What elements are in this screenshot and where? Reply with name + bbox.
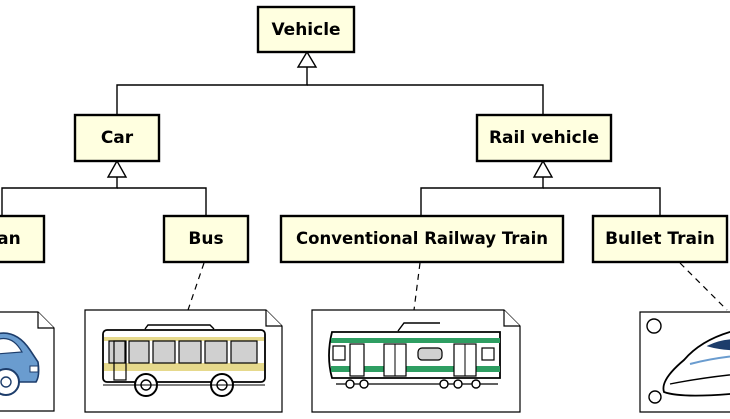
note-conventional-train (311, 309, 521, 413)
node-rail-vehicle-label: Rail vehicle (489, 128, 599, 148)
note-sedan (0, 311, 55, 412)
node-car-label: Car (101, 128, 134, 148)
edge-conventional-rail (420, 177, 544, 215)
inheritance-arrowheads (106, 50, 554, 178)
node-car[interactable]: Car (73, 113, 161, 163)
edge-sedan-car (1, 177, 118, 215)
node-sedan[interactable]: Sedan (0, 214, 46, 264)
edge-rail-vehicle (307, 84, 544, 114)
note-bullet-train (639, 311, 730, 413)
arrowhead-car (106, 159, 128, 178)
node-bullet-train-label: Bullet Train (605, 229, 715, 249)
bus-icon (102, 324, 266, 397)
node-bullet-train[interactable]: Bullet Train (591, 214, 729, 264)
connector-bullet-note (679, 262, 728, 311)
edge-bullet-rail (543, 187, 661, 215)
node-vehicle[interactable]: Vehicle (256, 5, 356, 54)
car-icon (0, 332, 40, 396)
node-rail-vehicle[interactable]: Rail vehicle (475, 113, 613, 163)
node-bus-label: Bus (188, 229, 223, 249)
inheritance-edges (1, 66, 661, 215)
node-conventional-railway-train-label: Conventional Railway Train (296, 229, 548, 249)
node-vehicle-label: Vehicle (271, 20, 340, 40)
node-conventional-railway-train[interactable]: Conventional Railway Train (279, 214, 565, 264)
arrowhead-rail-vehicle (532, 159, 554, 178)
note-connectors (187, 262, 728, 311)
node-bus[interactable]: Bus (162, 214, 250, 264)
bullet-train-icon (646, 318, 730, 404)
edge-car-vehicle (116, 66, 308, 114)
node-sedan-label: Sedan (0, 229, 21, 249)
edge-bus-car (117, 187, 207, 215)
note-bus (84, 309, 283, 413)
train-icon (328, 322, 501, 389)
connector-bus-note (187, 262, 205, 311)
connector-train-note (413, 262, 421, 311)
arrowhead-vehicle (296, 50, 318, 68)
